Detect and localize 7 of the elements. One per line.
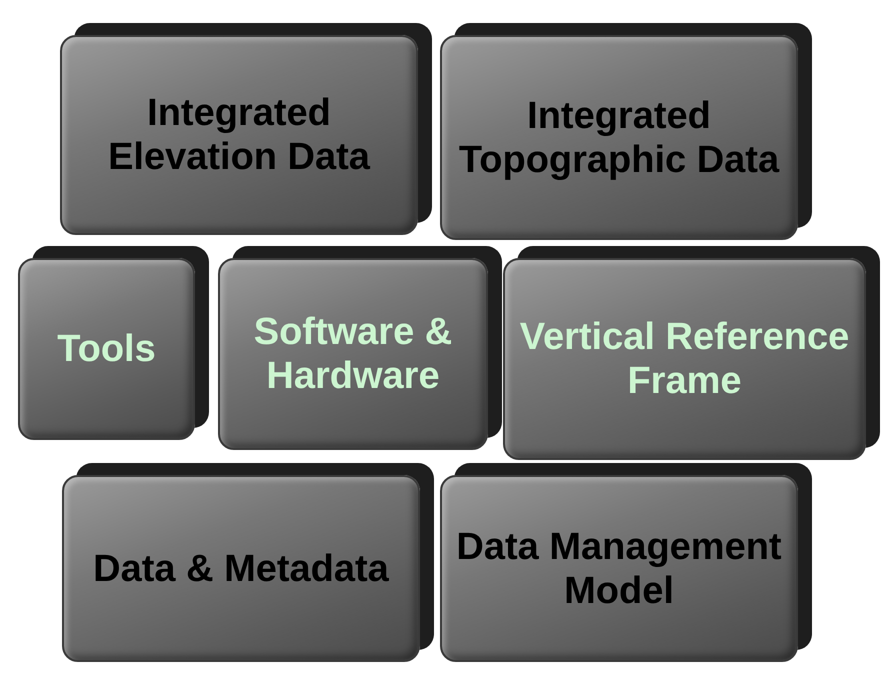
block-label: Data & Metadata: [92, 546, 390, 590]
block-label: Software & Hardware: [252, 310, 454, 398]
block-label: Vertical Reference Frame: [518, 315, 850, 403]
block-label: Integrated Topographic Data: [458, 94, 780, 182]
block-label: Data Management Model: [455, 524, 783, 612]
block-label: Integrated Elevation Data: [107, 91, 372, 179]
block-label: Tools: [56, 327, 157, 371]
